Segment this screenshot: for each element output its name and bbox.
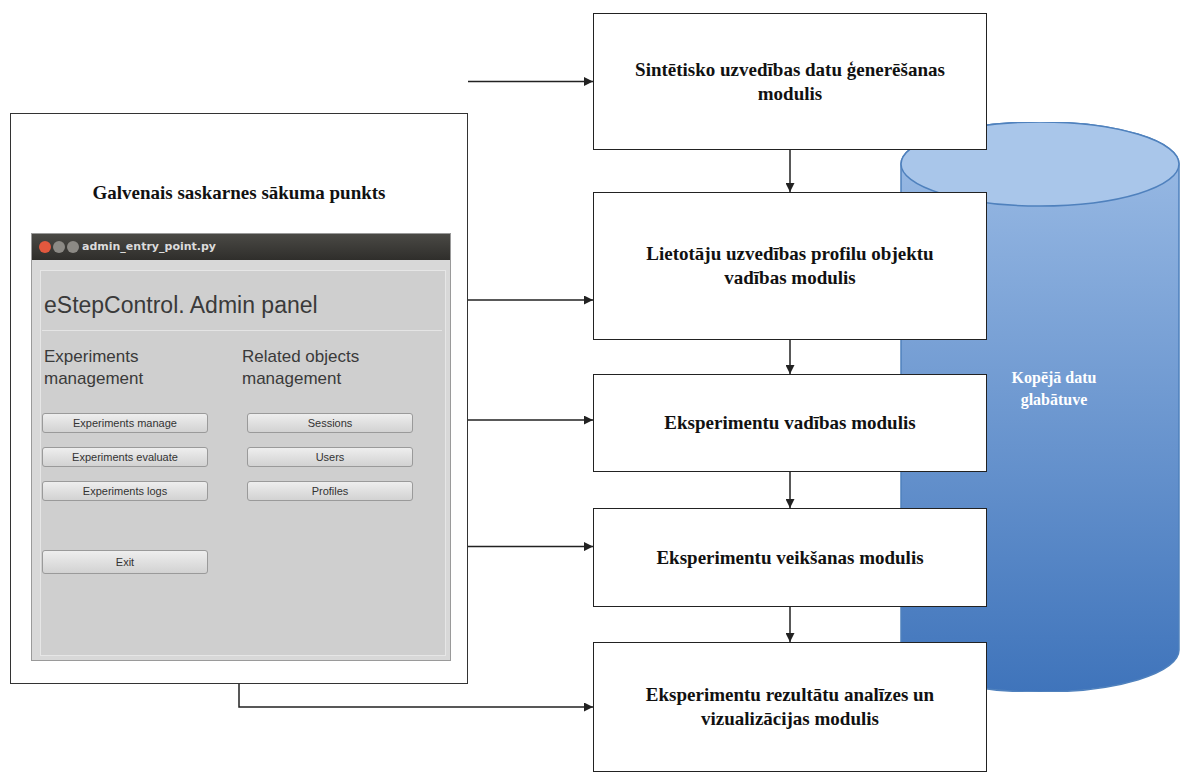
arrow-connector [468,299,593,301]
separator-line [42,330,442,331]
module-box: Eksperimentu vadības modulis [593,374,987,472]
app-title: eStepControl. Admin panel [44,292,318,319]
button-label: Experiments manage [73,417,177,429]
arrow-connector [468,81,593,83]
arrow-connector [239,684,593,707]
button-label: Experiments logs [83,485,167,497]
interface-box: Galvenais saskarnes sākuma punkts admin_e… [10,113,468,684]
ui-button: Experiments evaluate [42,447,208,467]
module-label: Eksperimentu vadības modulis [664,411,915,435]
arrow-connector [468,546,593,548]
ui-button: Profiles [247,481,413,501]
arrow-connector [789,607,791,642]
module-label: Eksperimentu veikšanas modulis [656,546,923,570]
ui-button: Sessions [247,413,413,433]
button-label: Users [316,451,345,463]
button-label: Exit [116,556,134,568]
ui-button: Users [247,447,413,467]
button-label: Profiles [312,485,349,497]
module-box: Sintētisko uzvedības datu ģenerēšanas mo… [593,13,987,150]
module-box: Eksperimentu rezultātu analīzes un vizua… [593,642,987,772]
app-window: admin_entry_point.py eStepControl. Admin … [31,233,451,661]
arrow-connector [789,150,791,192]
button-label: Experiments evaluate [72,451,178,463]
module-label: Eksperimentu rezultātu analīzes un vizua… [628,683,952,731]
ui-button: Experiments manage [42,413,208,433]
module-box: Lietotāju uzvedības profilu objektu vadī… [593,192,987,340]
module-label: Lietotāju uzvedības profilu objektu vadī… [628,242,952,290]
button-label: Sessions [308,417,353,429]
arrow-connector [468,419,593,421]
box-heading: Galvenais saskarnes sākuma punkts [11,182,467,204]
section-heading: Experiments management [44,346,224,390]
ui-button: Experiments logs [42,481,208,501]
section-heading: Related objects management [242,346,442,390]
arrow-connector [789,472,791,508]
datastore-label: Kopējā datu glabātuve [1004,367,1104,412]
window-title: admin_entry_point.py [82,240,216,253]
arrow-connector [789,340,791,374]
ui-button: Exit [42,550,208,574]
module-label: Sintētisko uzvedības datu ģenerēšanas mo… [628,58,952,106]
window-controls [36,234,80,260]
module-box: Eksperimentu veikšanas modulis [593,508,987,607]
